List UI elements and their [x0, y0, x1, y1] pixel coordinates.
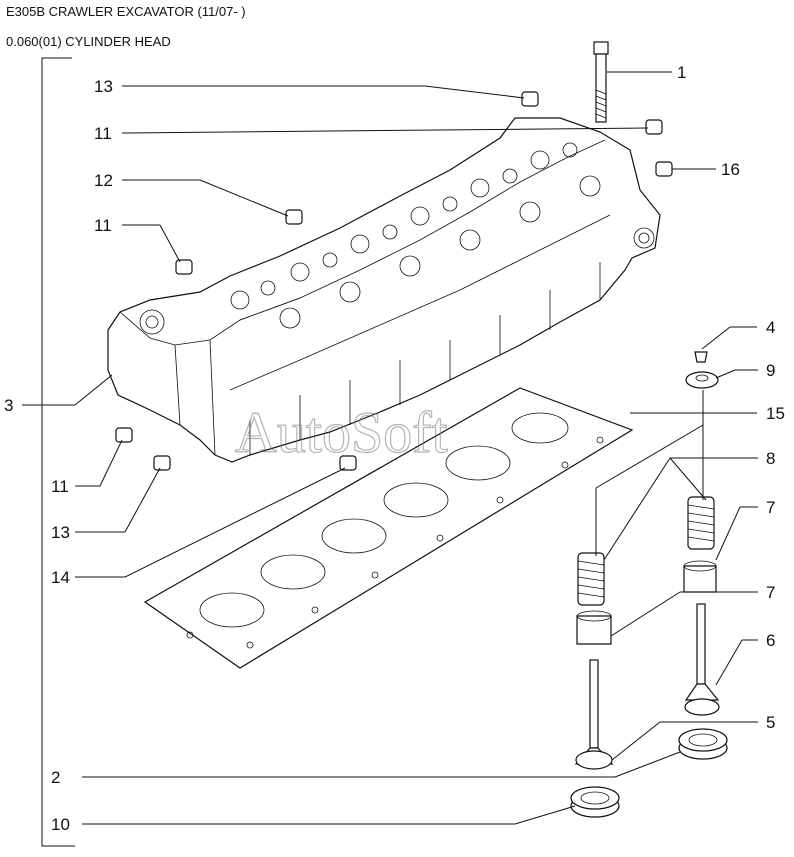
callout-numbers: 1 13 11 16 12 11 3 11 13 14 4 9 15 8 7 7… [4, 63, 785, 834]
bolt-icon [593, 41, 609, 123]
valve-icon [574, 603, 720, 770]
callout-8: 8 [766, 449, 775, 468]
cylinder-head-icon [107, 117, 661, 463]
valve-seal-icon [576, 560, 717, 645]
valve-keeper-icon [694, 351, 708, 363]
callout-14: 14 [51, 568, 70, 587]
callout-3: 3 [4, 396, 13, 415]
callout-9: 9 [766, 361, 775, 380]
callout-1: 1 [677, 63, 686, 82]
page-title: E305B CRAWLER EXCAVATOR (11/07- ) [6, 4, 246, 19]
watermark-text: AutoSoft [235, 400, 448, 465]
valve-spring-icon [577, 496, 715, 606]
callout-10: 10 [51, 815, 70, 834]
callout-7-lower: 7 [766, 583, 775, 602]
callout-15: 15 [766, 404, 785, 423]
callout-13-top: 13 [94, 77, 113, 96]
valve-seat-insert-icon [570, 728, 728, 818]
callout-7-upper: 7 [766, 498, 775, 517]
callout-11-upper: 11 [94, 124, 112, 143]
callout-11-middle: 11 [94, 216, 112, 235]
dowel-icon [115, 91, 673, 471]
callout-13-bottom: 13 [51, 523, 70, 542]
spring-retainer-icon [685, 371, 719, 389]
callout-2: 2 [51, 768, 60, 787]
leader-lines [74, 71, 758, 825]
head-gasket-icon [143, 387, 634, 669]
callout-4: 4 [766, 318, 775, 337]
group-title: 0.060(01) CYLINDER HEAD [6, 34, 171, 49]
callout-6: 6 [766, 631, 775, 650]
callout-11-lower: 11 [51, 477, 69, 496]
callout-16: 16 [721, 160, 740, 179]
assembly-bracket [22, 57, 75, 847]
callout-12: 12 [94, 171, 113, 190]
callout-5: 5 [766, 713, 775, 732]
